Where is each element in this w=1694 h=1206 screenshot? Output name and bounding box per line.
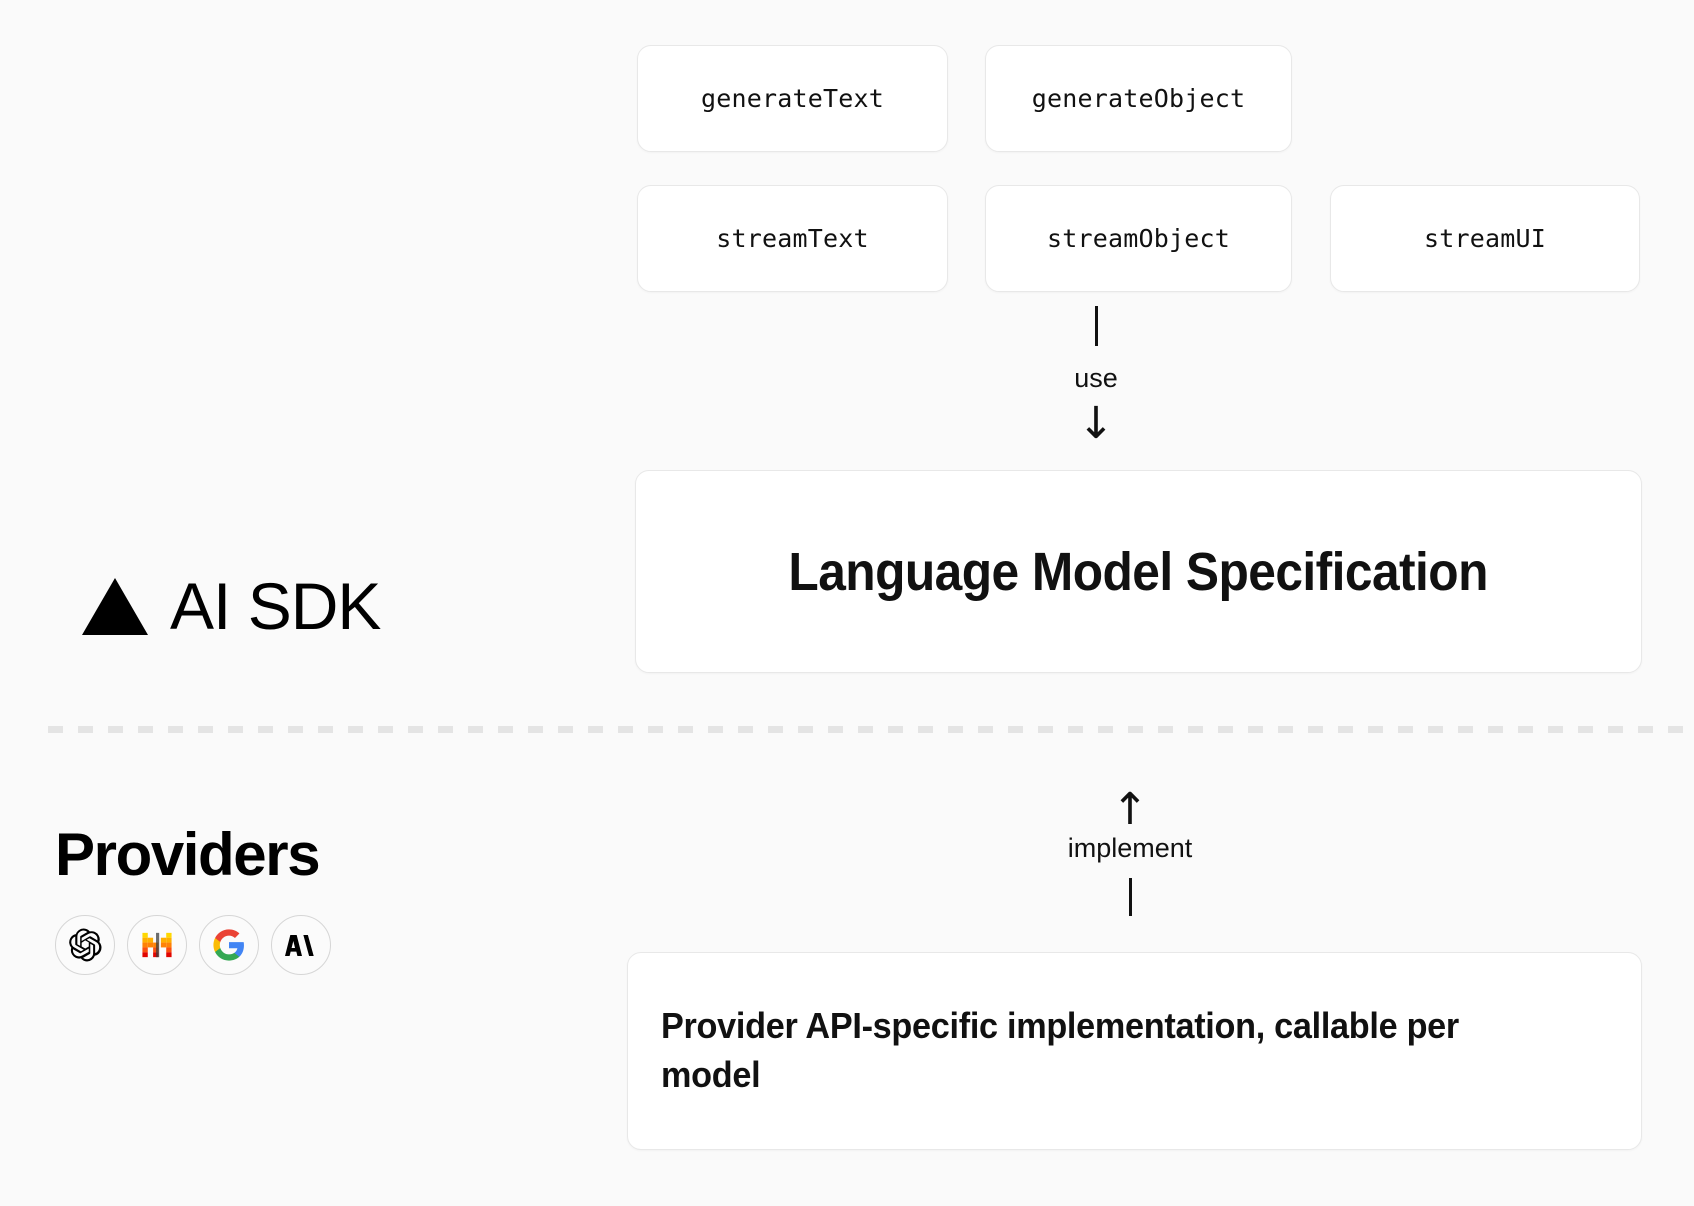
- connector-label-use: use: [1074, 363, 1118, 393]
- layer-divider: [48, 726, 1694, 733]
- connector-use: use ↓: [1041, 306, 1151, 449]
- mistral-logo-icon: [142, 932, 172, 958]
- function-card-stream-text[interactable]: streamText: [637, 185, 948, 292]
- provider-logo-anthropic[interactable]: [271, 915, 331, 975]
- arrow-up-icon: ↑: [1111, 784, 1149, 835]
- connector-stem: [1128, 878, 1132, 917]
- google-logo-icon: [213, 929, 244, 961]
- connector-stem: [1094, 306, 1098, 346]
- connector-implement: ↑ implement: [1035, 784, 1225, 917]
- vercel-triangle-icon: [82, 577, 148, 635]
- function-card-generate-text[interactable]: generateText: [637, 45, 948, 152]
- function-card-stream-ui[interactable]: streamUI: [1330, 185, 1640, 292]
- function-card-label: generateText: [700, 84, 884, 113]
- function-card-stream-object[interactable]: streamObject: [985, 185, 1292, 292]
- provider-logo-google[interactable]: [199, 915, 259, 975]
- ai-sdk-layer-label: AI SDK: [82, 569, 381, 643]
- language-model-specification-card[interactable]: Language Model Specification: [635, 470, 1642, 673]
- spec-card-title: Language Model Specification: [788, 541, 1489, 602]
- provider-logo-list: [55, 915, 331, 975]
- connector-label-implement: implement: [1067, 833, 1193, 864]
- anthropic-logo-icon: [284, 934, 314, 956]
- ai-sdk-label-text: AI SDK: [170, 569, 381, 643]
- function-card-label: generateObject: [1031, 84, 1246, 113]
- function-card-label: streamText: [716, 224, 869, 253]
- function-card-generate-object[interactable]: generateObject: [985, 45, 1292, 152]
- provider-implementation-text: Provider API-specific implementation, ca…: [661, 1005, 1459, 1095]
- provider-logo-mistral[interactable]: [127, 915, 187, 975]
- providers-layer-label: Providers: [55, 825, 331, 975]
- provider-implementation-card[interactable]: Provider API-specific implementation, ca…: [627, 952, 1642, 1150]
- openai-logo-icon: [69, 928, 102, 962]
- function-card-label: streamObject: [1046, 224, 1230, 253]
- arrow-down-icon: ↓: [1077, 398, 1115, 449]
- providers-title-text: Providers: [55, 821, 321, 888]
- provider-logo-openai[interactable]: [55, 915, 115, 975]
- function-card-label: streamUI: [1423, 224, 1546, 253]
